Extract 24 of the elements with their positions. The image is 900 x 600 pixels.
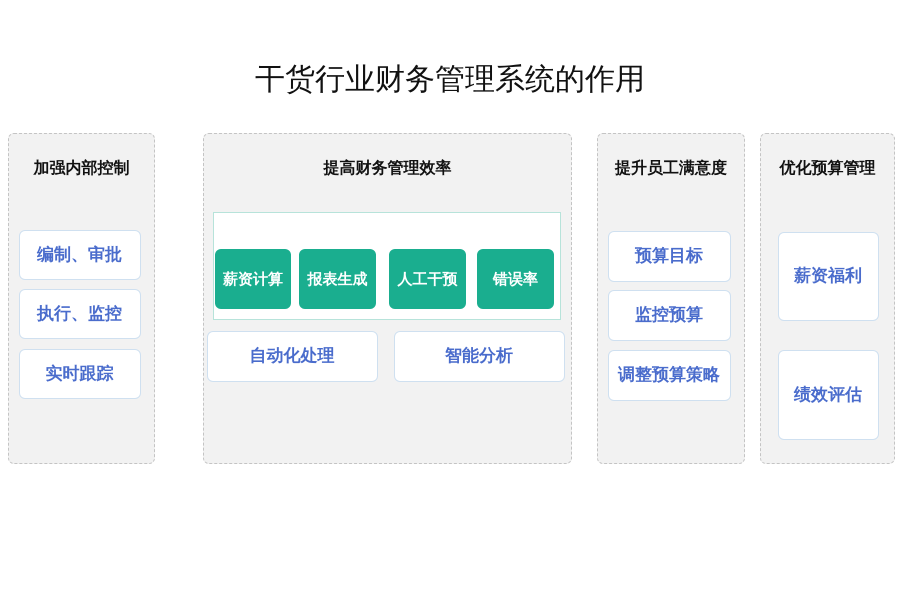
feature-tile: 薪资计算 (215, 249, 291, 309)
feature-card: 预算目标 (608, 230, 730, 282)
feature-tile: 报表生成 (299, 249, 376, 309)
group-panel (597, 133, 745, 464)
title: 干货行业财务管理系统的作用 (254, 61, 646, 99)
group-panel (203, 133, 572, 464)
feature-card: 调整预算策略 (608, 350, 730, 400)
feature-card: 智能分析 (394, 330, 564, 382)
feature-card: 执行、监控 (18, 288, 140, 338)
feature-card: 薪资福利 (778, 232, 878, 320)
feature-tile: 人工干预 (389, 249, 466, 309)
feature-card: 绩效评估 (778, 350, 878, 440)
group-panel (8, 133, 155, 464)
feature-card: 实时跟踪 (18, 348, 140, 398)
panel-heading: 优化预算管理 (778, 158, 876, 178)
group-panel (760, 133, 895, 464)
feature-card: 编制、审批 (18, 230, 140, 280)
group-frame (212, 212, 560, 320)
panel-heading: 加强内部控制 (32, 158, 130, 178)
panel-heading: 提升员工满意度 (614, 158, 728, 178)
panel-heading: 提高财务管理效率 (322, 158, 452, 178)
feature-card: 自动化处理 (206, 330, 378, 382)
feature-tile: 错误率 (477, 249, 554, 309)
feature-card: 监控预算 (608, 290, 730, 340)
